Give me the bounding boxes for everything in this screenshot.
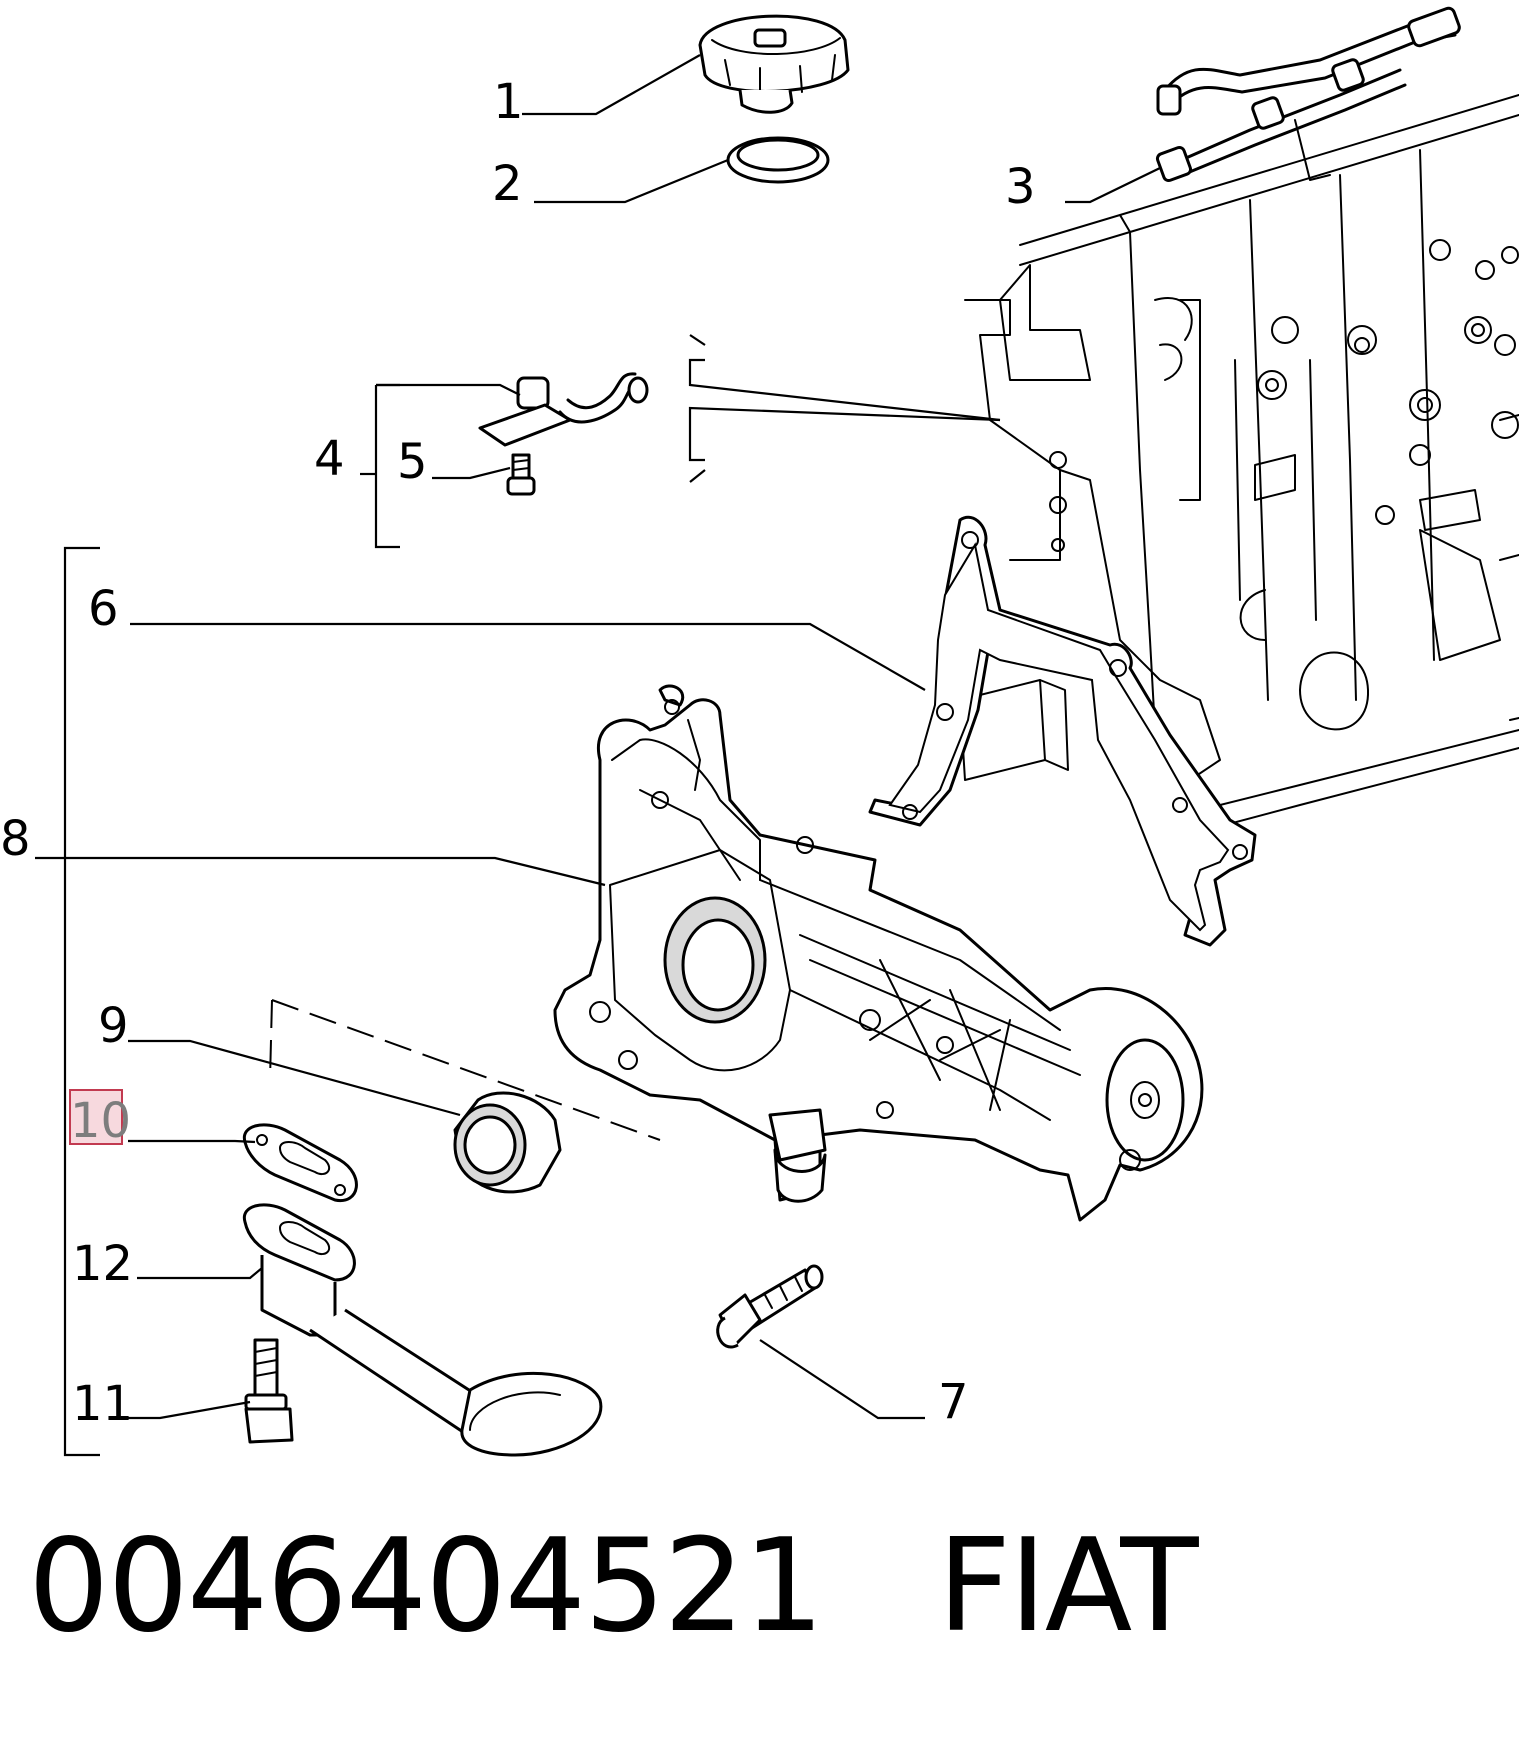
part-10-gasket xyxy=(242,1123,358,1202)
part-number-footer: 0046404521 FIAT xyxy=(28,1512,1199,1662)
callout-10: 10 xyxy=(70,1093,131,1149)
part-5-screw xyxy=(506,453,536,496)
callout-4: 4 xyxy=(314,431,345,487)
callout-7: 7 xyxy=(938,1374,969,1430)
part-11-bolt xyxy=(244,1338,294,1444)
callout-12: 12 xyxy=(72,1236,133,1292)
callout-10-highlight xyxy=(69,1089,123,1145)
engine-block-drawing xyxy=(959,94,1519,846)
brand-name: FIAT xyxy=(937,1512,1198,1661)
callout-3: 3 xyxy=(1005,159,1036,215)
callout-1: 1 xyxy=(493,74,524,130)
callout-8: 8 xyxy=(0,811,31,867)
part-6-gasket xyxy=(868,516,1257,947)
part-2-seal xyxy=(726,136,830,184)
part-3-harness xyxy=(1155,6,1461,183)
part-9-sealing-ring xyxy=(453,1091,562,1194)
part-number: 0046404521 xyxy=(28,1512,824,1661)
callout-9: 9 xyxy=(98,998,129,1054)
callout-6: 6 xyxy=(88,581,119,637)
explode-lines xyxy=(269,999,661,1141)
part-1-filler-cap xyxy=(698,14,850,114)
callout-11: 11 xyxy=(72,1376,133,1432)
part-7-bolt xyxy=(716,1264,824,1349)
part-8-oil-pump-housing xyxy=(553,684,1204,1222)
callout-5: 5 xyxy=(397,434,428,490)
part-12-suction-pipe xyxy=(242,1203,603,1457)
part-4-sensor xyxy=(478,372,649,447)
leader-lines xyxy=(35,54,1161,1457)
callout-2: 2 xyxy=(492,156,523,212)
